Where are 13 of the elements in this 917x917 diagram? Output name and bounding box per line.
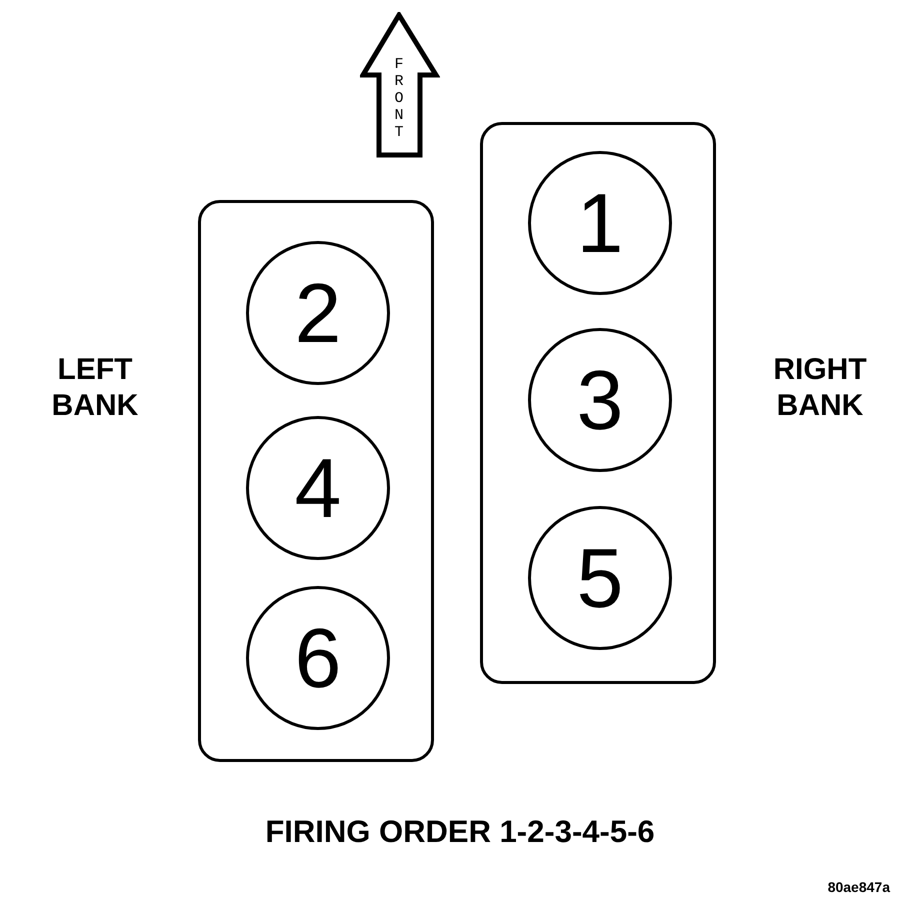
cylinder-number: 1 <box>576 181 624 265</box>
bank-label: RIGHT BANK <box>772 352 868 424</box>
bank-label: LEFT BANK <box>50 352 140 424</box>
bank-box <box>198 200 434 762</box>
bank-box <box>480 122 716 684</box>
figure-id: 80ae847a <box>826 878 890 896</box>
cylinder-number: 6 <box>294 616 342 700</box>
cylinder-number: 5 <box>576 536 624 620</box>
firing-order-caption: FIRING ORDER 1-2-3-4-5-6 <box>264 813 656 851</box>
cylinder-number: 4 <box>294 446 342 530</box>
direction-label: FRONT <box>393 56 404 141</box>
cylinder-number: 2 <box>294 271 342 355</box>
cylinder-number: 3 <box>576 358 624 442</box>
